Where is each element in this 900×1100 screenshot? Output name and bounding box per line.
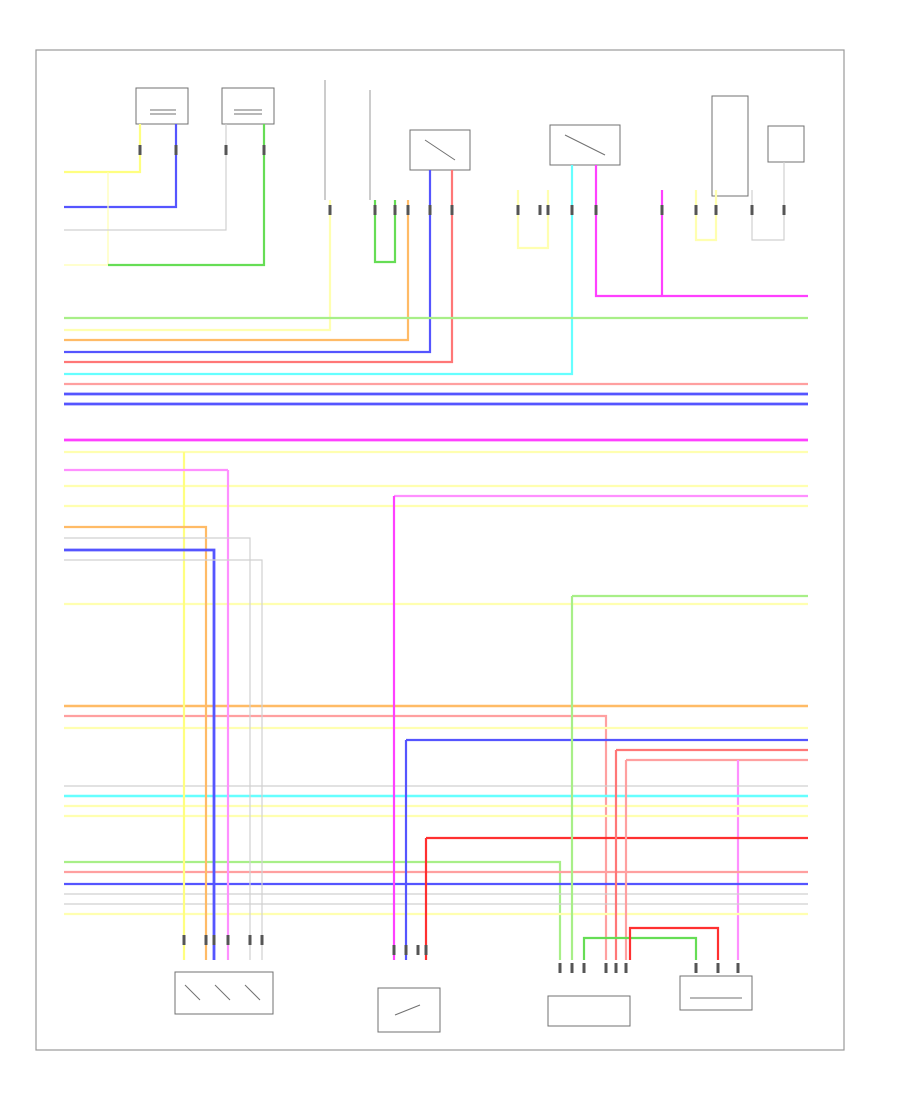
top-right-fuse: [711, 95, 749, 197]
top-left-module-a: [135, 87, 189, 125]
relay-2: [549, 124, 621, 166]
wire-10: [64, 170, 454, 364]
wire-9: [64, 170, 432, 354]
wire-39: [64, 860, 562, 960]
wire-13: [594, 165, 808, 298]
wire-5: [108, 124, 266, 267]
bottom-module-center: [377, 987, 441, 1033]
bottom-connector-center-right: [547, 995, 631, 1027]
wire-49: [64, 537, 251, 960]
bottom-module-left: [174, 971, 274, 1015]
wire-3: [64, 172, 109, 266]
wire-1: [64, 124, 142, 174]
bottom-module-right: [679, 975, 753, 1011]
wire-4: [64, 124, 227, 231]
wire-11: [516, 190, 550, 250]
top-left-module-b: [221, 87, 275, 125]
wire-48: [64, 525, 208, 960]
wire-50: [64, 548, 216, 960]
wire-12: [64, 165, 574, 376]
diagram-frame: [35, 49, 845, 1051]
wire-2: [64, 124, 178, 209]
wire-51: [64, 559, 263, 960]
wire-60: [628, 926, 720, 960]
wire-28: [64, 714, 608, 960]
wire-59: [582, 936, 698, 960]
wire-7: [373, 200, 397, 264]
wire-16: [751, 162, 785, 241]
sensor-top-right: [767, 125, 805, 163]
wire-8: [64, 200, 410, 342]
wire-15: [694, 190, 718, 242]
wire-group: [64, 124, 808, 973]
relay-1: [409, 129, 471, 171]
fuse-box-column: [324, 80, 371, 200]
wire-6: [64, 200, 332, 332]
